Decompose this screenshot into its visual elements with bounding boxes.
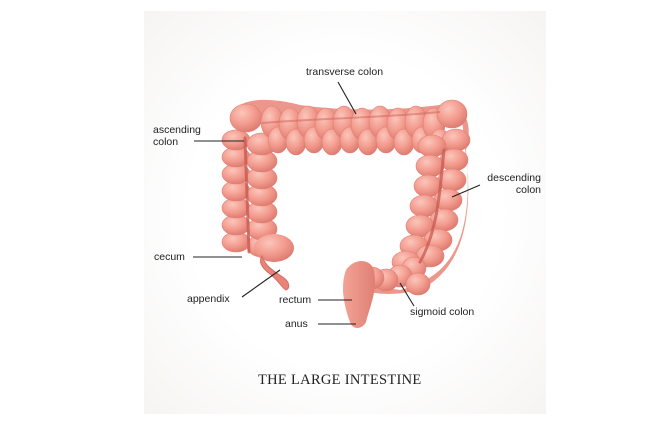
rectum (343, 261, 376, 328)
hepatic-flexure (229, 103, 263, 133)
ascending-taenia (243, 136, 251, 254)
label-transverse-colon: transverse colon (306, 66, 384, 78)
cecum (254, 234, 294, 262)
descending-haustrum (417, 134, 447, 158)
sigmoid-haustrum (405, 272, 431, 296)
transverse-taenia (261, 111, 441, 124)
label-sigmoid-colon: sigmoid colon (410, 306, 475, 318)
descending-colon (391, 128, 471, 274)
diagram-panel (144, 11, 546, 414)
label-ascending-colon: ascending colon (153, 124, 201, 148)
leader-appendix (241, 269, 281, 298)
label-anus: anus (285, 318, 308, 330)
label-rectum: rectum (279, 294, 312, 306)
label-descending-colon: descending colon (487, 172, 541, 196)
label-cecum: cecum (154, 251, 185, 263)
splenic-flexure (436, 99, 468, 129)
descending-taenia (418, 148, 446, 264)
leader-transverse-colon (337, 81, 357, 115)
diagram-title: THE LARGE INTESTINE (258, 372, 422, 388)
leader-lines (193, 81, 481, 325)
leader-descending-colon (451, 184, 481, 198)
descending-haustrum (415, 154, 445, 178)
label-appendix: appendix (187, 293, 230, 305)
transverse-colon (260, 99, 468, 156)
leader-sigmoid-colon (399, 282, 415, 307)
descending-haustrum (441, 128, 471, 152)
